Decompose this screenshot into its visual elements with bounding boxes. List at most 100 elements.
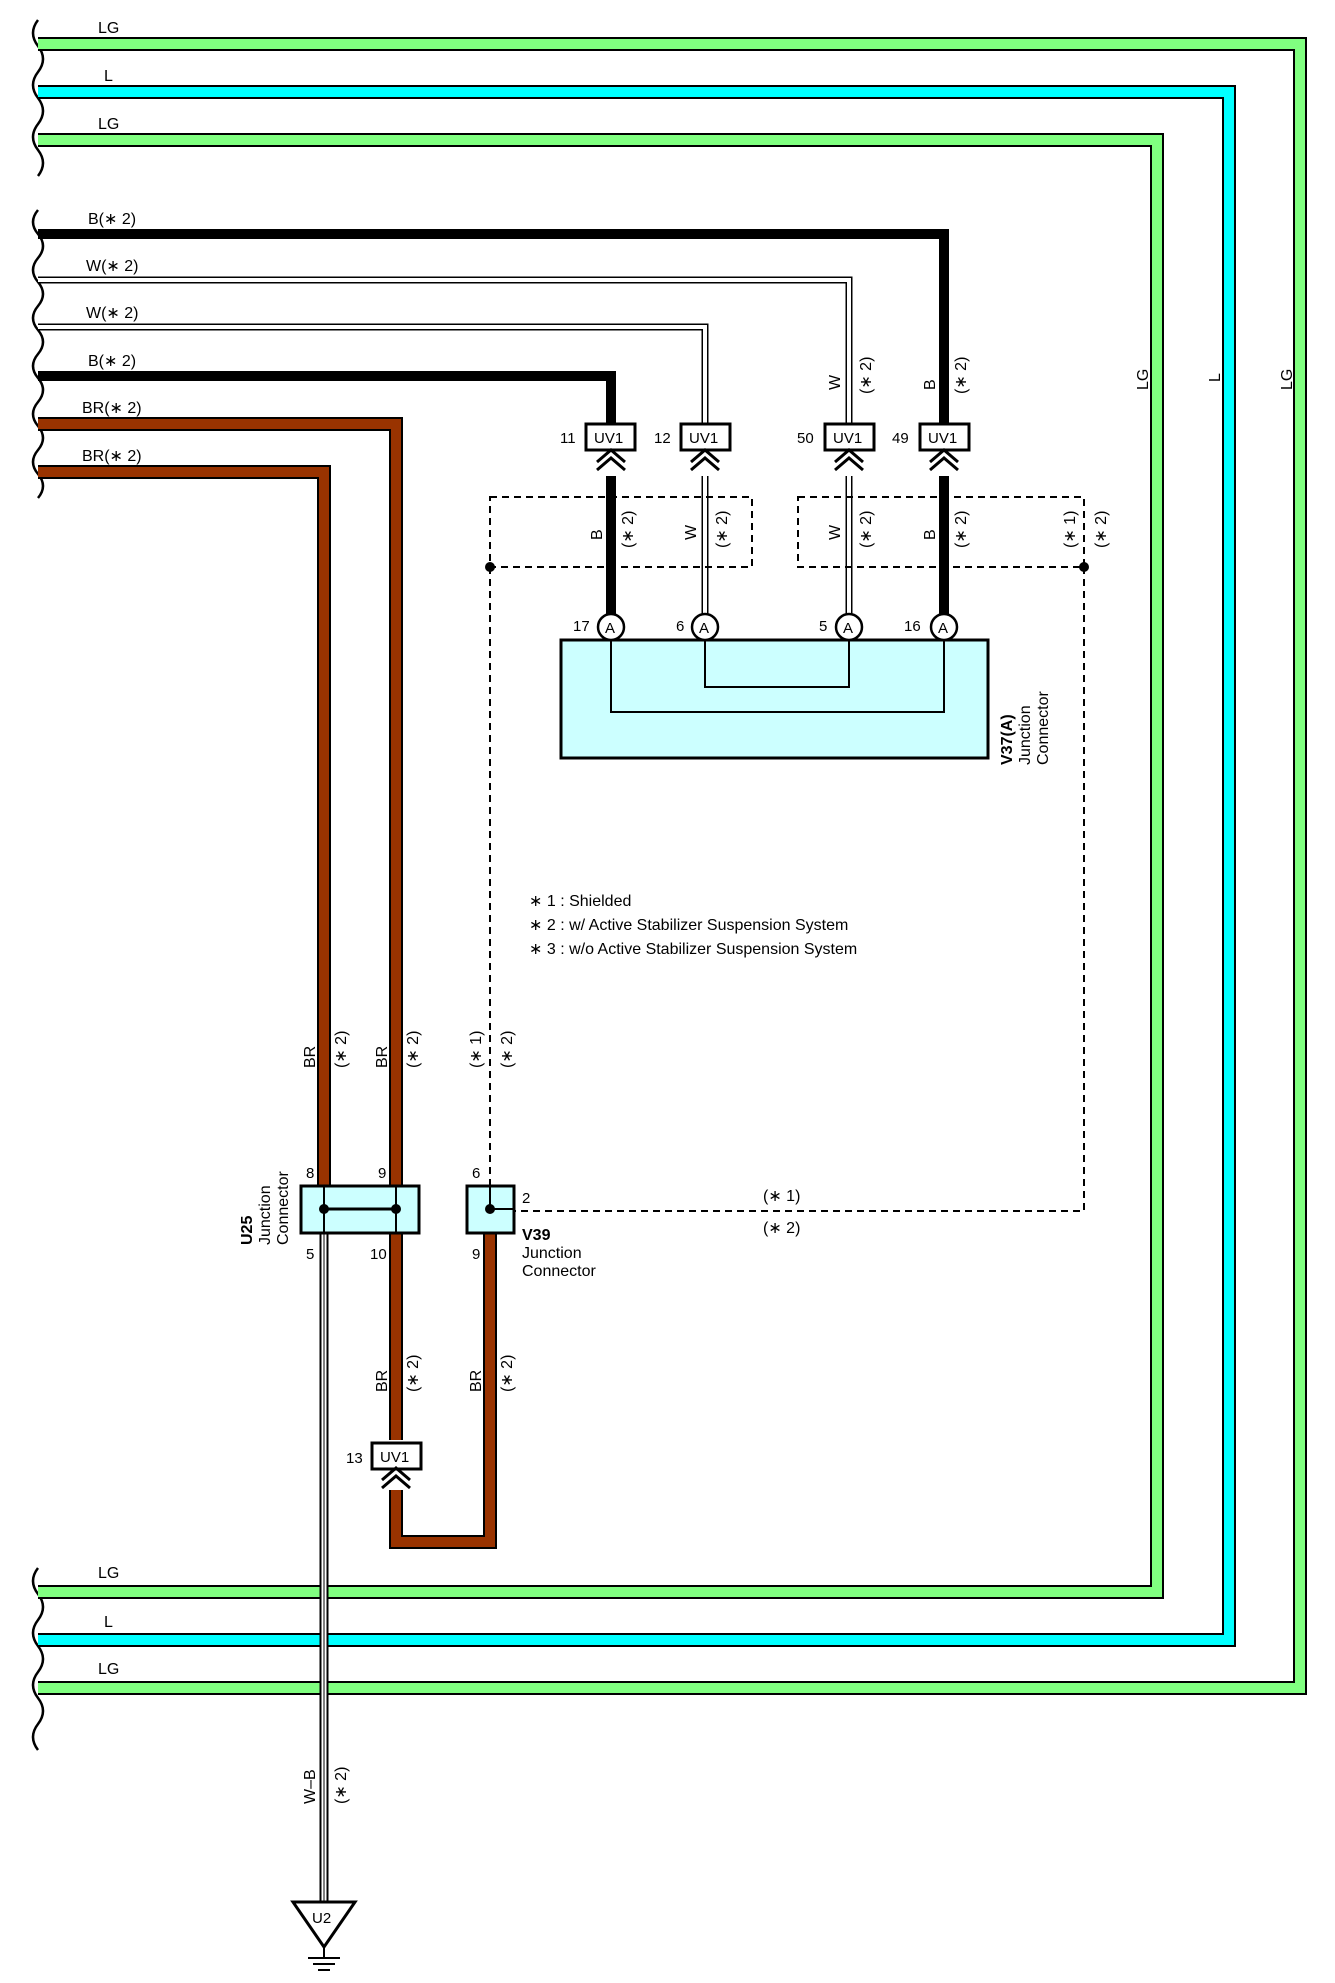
v37-pin-5-letter: A: [843, 620, 853, 637]
label-lg-top-2: LG: [98, 116, 119, 133]
v39-shield-2: (∗ 2): [763, 1220, 800, 1237]
label-w-50: W: [827, 374, 844, 390]
lower-vertical-labels: BR (∗ 2) BR (∗ 2) W–B (∗ 2): [302, 1355, 516, 1804]
v37-code: V37(A): [999, 714, 1016, 765]
v39-junction-connector: 6 2 9 V39 Junction Connector: [465, 1165, 596, 1280]
uv1-connector-50: 50 UV1: [797, 422, 876, 472]
label-shield-a: (∗ 1): [468, 1031, 485, 1068]
label-lg-bot-1: LG: [98, 1565, 119, 1582]
right-vertical-labels: LG L LG: [1135, 369, 1296, 390]
v39-pin-9: 9: [472, 1246, 480, 1263]
label-b-49-note: (∗ 2): [953, 357, 970, 394]
label-w-2: W(∗ 2): [86, 305, 139, 322]
label-b-49: B: [922, 379, 939, 390]
br-wire-1: [38, 417, 403, 1186]
v37-pin-17-letter: A: [605, 620, 615, 637]
label-shield-2: (∗ 2): [1093, 511, 1110, 548]
label-br-lower-1: BR: [374, 1370, 391, 1392]
label-l-right: L: [1207, 373, 1224, 382]
note-2: ∗ 2 : w/ Active Stabilizer Suspension Sy…: [529, 917, 848, 934]
uv1-49-pin: 49: [892, 430, 909, 447]
label-wb-note: (∗ 2): [333, 1767, 350, 1804]
label-w-50-note: (∗ 2): [858, 357, 875, 394]
uv1-13-pin: 13: [346, 1450, 363, 1467]
b-wire-11: [38, 371, 616, 430]
v39-line1: Junction: [522, 1245, 582, 1262]
footnotes: ∗ 1 : Shielded ∗ 2 : w/ Active Stabilize…: [529, 893, 857, 958]
label-wb: W–B: [302, 1769, 319, 1804]
mid-vertical-labels: BR (∗ 2) BR (∗ 2) (∗ 1) (∗ 2): [302, 1031, 516, 1068]
uv1-connector-12: 12 UV1: [654, 422, 732, 472]
v39-shield-labels: (∗ 1) (∗ 2): [763, 1188, 800, 1237]
b-wire-49: [38, 229, 949, 430]
label-lg-inner: LG: [1135, 369, 1152, 390]
v39-shield-1: (∗ 1): [763, 1188, 800, 1205]
label-lg-top-1: LG: [98, 20, 119, 37]
note-1: ∗ 1 : Shielded: [529, 893, 631, 910]
label-lg-outer: LG: [1279, 369, 1296, 390]
label-shield-b: (∗ 2): [499, 1031, 516, 1068]
uv1-50-pin: 50: [797, 430, 814, 447]
note-3: ∗ 3 : w/o Active Stabilizer Suspension S…: [529, 941, 857, 958]
shield-box-labels: B (∗ 2) W (∗ 2) W (∗ 2) B (∗ 2) (∗ 1) (∗…: [589, 511, 1110, 548]
label-l-bot: L: [104, 1614, 113, 1631]
ground-code: U2: [312, 1910, 331, 1927]
label-b-49-shield: B: [922, 529, 939, 540]
br-wire-uv1-13-to-v39: [389, 1230, 497, 1549]
uv1-connector-13: 13 UV1: [346, 1441, 423, 1490]
u25-junction-connector: 8 9 5 10 U25 Junction Connector: [239, 1165, 421, 1263]
v37-pin-6: 6: [676, 618, 684, 635]
label-w-50-shield-note: (∗ 2): [858, 511, 875, 548]
v37-line2: Connector: [1035, 691, 1052, 765]
upper-wire-labels: W (∗ 2) B (∗ 2): [827, 357, 970, 394]
label-l-top: L: [104, 68, 113, 85]
label-br-lower-1-note: (∗ 2): [405, 1355, 422, 1392]
lg-outer-wire: [38, 37, 1307, 1695]
u25-code: U25: [239, 1216, 256, 1245]
label-br-1: BR(∗ 2): [82, 400, 142, 417]
u25-line1: Junction: [257, 1185, 274, 1245]
label-br-lower-2-note: (∗ 2): [499, 1355, 516, 1392]
v39-line2: Connector: [522, 1263, 596, 1280]
u25-line2: Connector: [275, 1171, 292, 1245]
w-wire-12: [38, 323, 709, 430]
shield-junction-left: [485, 562, 495, 572]
uv1-connector-11: 11 UV1: [560, 422, 637, 472]
label-br-2: BR(∗ 2): [82, 448, 142, 465]
v37-pin-5: 5: [819, 618, 827, 635]
v37-pin-16: 16: [904, 618, 921, 635]
uv1-50-code: UV1: [833, 430, 862, 447]
shield-boxes: [489, 496, 1085, 1212]
v37-pin-16-letter: A: [938, 620, 948, 637]
label-lg-bot-2: LG: [98, 1661, 119, 1678]
label-br-u25-left: BR: [302, 1046, 319, 1068]
uv1-12-pin: 12: [654, 430, 671, 447]
label-w-12-shield: W: [683, 524, 700, 540]
uv1-12-code: UV1: [689, 430, 718, 447]
v37-junction-connector: A A A A 17 6 5 16 V37(A) Junction Connec…: [559, 612, 1052, 765]
ground-u2: U2: [290, 1900, 358, 1971]
uv1-49-code: UV1: [928, 430, 957, 447]
left-wire-labels: LG L LG B(∗ 2) W(∗ 2) W(∗ 2) B(∗ 2) BR(∗…: [82, 20, 142, 1678]
label-br-u25-left-note: (∗ 2): [333, 1031, 350, 1068]
label-b-11-shield: B: [589, 529, 606, 540]
br-wire-2: [38, 465, 331, 1186]
u25-pin-10: 10: [370, 1246, 387, 1263]
v37-line1: Junction: [1017, 705, 1034, 765]
u25-pin-9: 9: [378, 1165, 386, 1182]
v39-code: V39: [522, 1227, 551, 1244]
label-br-u25-right: BR: [374, 1046, 391, 1068]
v39-pin-2: 2: [522, 1190, 530, 1207]
w-wire-50: [38, 276, 853, 430]
shield-junction-right: [1079, 562, 1089, 572]
u25-pin-5: 5: [306, 1246, 314, 1263]
uv1-11-pin: 11: [560, 430, 576, 447]
uv1-connector-49: 49 UV1: [892, 422, 971, 472]
v39-pin-6: 6: [472, 1165, 480, 1182]
lg-inner-wire: [38, 133, 1164, 1599]
label-w-50-shield: W: [827, 524, 844, 540]
uv1-13-code: UV1: [380, 1449, 409, 1466]
label-b-1: B(∗ 2): [88, 211, 136, 228]
label-w-1: W(∗ 2): [86, 258, 139, 275]
